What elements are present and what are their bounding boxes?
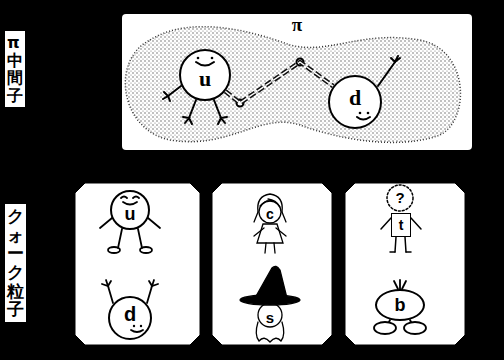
quark-head: c [259,201,281,223]
down-quark-figure-part [378,62,395,86]
chain-connector [225,62,333,103]
strange-quark-figure [240,266,300,342]
pion-blob [125,27,460,143]
down-quark-figure-part [357,117,370,120]
up-quark-figure-part [179,49,231,101]
node-text: クォーク粒子 [7,207,24,319]
down-quark-small-part [140,325,142,327]
quark-circle: u [179,49,231,101]
down-quark-small-part [108,286,152,303]
top-quark-figure-part [387,185,413,211]
bottom-quark-figure-part [375,289,425,321]
up-quark-figure-part [218,117,227,124]
bottom-quark-figure-part [404,322,426,334]
node-text: t [399,218,404,232]
strange-quark-figure-part [258,303,282,327]
charm-quark-figure-part [257,224,283,243]
down-quark-figure [297,56,401,129]
node-text: c [266,207,274,221]
charm-quark-figure-part [254,199,286,222]
up-quark-figure-part [189,100,196,118]
down-quark-figure-part [328,75,382,129]
up-quark-small-part [108,247,120,253]
top-quark-figure [381,185,421,252]
top-quark-figure-part [390,251,411,253]
strange-quark-figure-part [240,295,300,305]
down-quark-figure-part [391,56,400,62]
down-quark-small [102,280,158,332]
up-quark-figure-part [163,92,170,101]
node-text: π [122,15,472,36]
node-text: d [349,86,361,110]
vertical-label: π中間子 [4,30,26,108]
node-text: u [125,205,136,223]
chain-links [225,62,333,103]
head-label: ? [392,190,408,205]
up-quark-figure [163,49,244,124]
down-quark-small-part [102,280,111,286]
pion-panel [122,14,472,150]
up-quark-figure-part [211,57,214,60]
vertical-label: クォーク粒子 [4,203,27,323]
chain-link-holes [225,62,333,103]
up-quark-figure-part [168,86,181,96]
down-quark-figure-part [367,112,370,115]
node-text: d [124,304,136,324]
up-quark-figure-part [196,62,214,66]
bottom-quark-figure-part [374,322,396,334]
up-quark-small-part [118,229,142,248]
charm-quark-figure [254,194,286,253]
node-text: u [199,67,211,91]
up-quark-small [100,197,160,254]
down-quark-small-part [133,325,135,327]
quark-panels-part [75,183,200,345]
node-text: s [266,310,274,325]
quark-circle: u [110,190,150,230]
quark-panels-part [345,183,465,345]
up-quark-figure-part [214,100,221,118]
quark-circle: d [108,296,152,340]
node-text: π中間子 [7,34,23,104]
strange-quark-figure-part [255,266,287,298]
up-quark-figure-part [183,117,192,124]
up-quark-small-part [121,197,139,199]
up-quark-figure-part [197,57,200,60]
bottom-quark-figure-part [394,280,406,289]
pion-frame: π u d [122,14,472,150]
node-text: b [395,296,406,314]
bottom-quark-figure [374,280,426,334]
down-quark-figure-part [359,112,362,115]
quark-panels-part [212,183,332,345]
up-quark-small-part [140,247,152,253]
quark-body: t [391,213,411,237]
top-quark-figure-part [395,237,406,252]
quark-head: b [375,289,425,321]
down-quark-small-part [149,280,158,286]
quark-panels [75,183,465,345]
down-quark-small-part [131,330,143,332]
quark-circle: d [328,75,382,129]
charm-quark-figure-part [265,243,275,253]
quark-head: s [258,303,282,327]
charm-quark-figure-part [254,228,286,236]
